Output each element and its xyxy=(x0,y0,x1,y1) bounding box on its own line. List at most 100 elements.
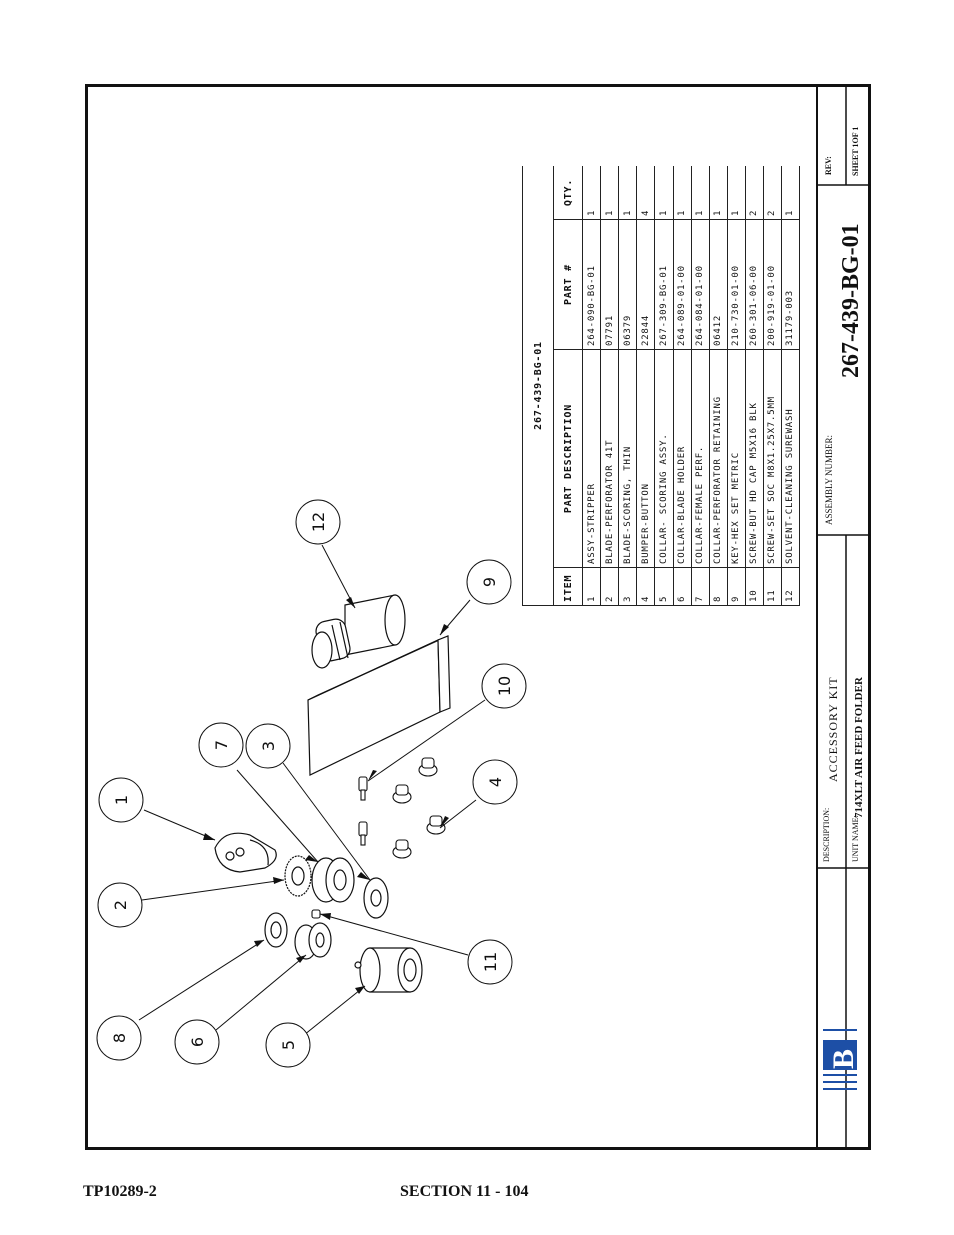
part-12-bottle xyxy=(311,594,406,669)
bom-cell-part: 22844 xyxy=(636,219,655,350)
bom-cell-part: 06379 xyxy=(618,219,637,350)
balloon-number: 2 xyxy=(111,900,130,910)
balloon-number: 11 xyxy=(481,952,500,972)
assembly-number-value: 267-439-BG-01 xyxy=(838,223,864,378)
bom-cell-item: 1 xyxy=(582,567,601,606)
bom-cell-part: 264-089-01-00 xyxy=(673,219,692,350)
balloon-7 xyxy=(198,722,244,768)
part-1-stripper xyxy=(214,832,277,873)
part-2-blade xyxy=(284,855,312,897)
item-balloons xyxy=(96,499,527,1068)
bom-cell-part: 06412 xyxy=(709,219,728,350)
sheet-number: SHEET 1OF 1 xyxy=(851,126,860,176)
bom-cell-qty: 1 xyxy=(781,166,800,220)
bom-cell-description: SCREW-SET SOC M8X1.25X7.5MM xyxy=(763,349,782,568)
bom-cell-qty: 1 xyxy=(600,166,619,220)
balloon-number: 4 xyxy=(486,777,505,787)
bom-cell-item: 5 xyxy=(654,567,674,606)
balloon-number: 10 xyxy=(495,676,514,696)
company-logo: B xyxy=(823,1029,860,1090)
leader-arrowheads xyxy=(203,597,449,994)
bom-cell-qty: 1 xyxy=(582,166,601,220)
balloon-number: 1 xyxy=(112,795,131,805)
balloon-1 xyxy=(98,777,144,823)
balloon-9 xyxy=(466,559,512,605)
balloon-number: 8 xyxy=(110,1033,129,1043)
balloon-numbers: 1 2 3 4 5 6 7 8 9 10 11 12 xyxy=(110,512,514,1050)
section-number: SECTION 11 - 104 xyxy=(400,1183,529,1200)
description-value: ACCESSORY KIT xyxy=(826,676,840,782)
bom-cell-qty: 4 xyxy=(636,166,655,220)
bom-cell-item: 6 xyxy=(673,567,692,606)
bom-header-part: PART # xyxy=(553,219,583,350)
bom-header-qty: QTY. xyxy=(553,166,583,220)
balloon-12 xyxy=(295,499,341,545)
part-6-holder xyxy=(294,922,332,960)
bom-cell-description: ASSY-STRIPPER xyxy=(582,349,601,568)
part-9-plate xyxy=(307,635,451,776)
balloon-4 xyxy=(472,759,518,805)
balloon-5 xyxy=(265,1022,311,1068)
balloon-10 xyxy=(481,663,527,709)
bom-cell-description: BUMPER-BUTTON xyxy=(636,349,655,568)
bom-cell-part: 260-301-06-00 xyxy=(745,219,764,350)
bom-cell-qty: 1 xyxy=(709,166,728,220)
bom-cell-part: 07791 xyxy=(600,219,619,350)
logo-letter: B xyxy=(827,1049,860,1069)
bom-cell-item: 2 xyxy=(600,567,619,606)
bom-cell-part: 264-084-01-00 xyxy=(691,219,710,350)
bom-cell-item: 12 xyxy=(781,567,800,606)
bom-cell-qty: 1 xyxy=(691,166,710,220)
part-3-blade xyxy=(363,877,389,919)
bom-cell-item: 10 xyxy=(745,567,764,606)
drawing-sheet-border xyxy=(85,84,871,1150)
part-4-bumpers xyxy=(392,757,446,859)
bom-cell-part: 267-309-BG-01 xyxy=(654,219,674,350)
bom-cell-qty: 1 xyxy=(673,166,692,220)
unit-name-value: 714XLT AIR FEED FOLDER xyxy=(853,677,865,818)
balloon-11 xyxy=(467,939,513,985)
bom-cell-item: 7 xyxy=(691,567,710,606)
bom-cell-description: SOLVENT-CLEANING SUREWASH xyxy=(781,349,800,568)
part-11-setscrew xyxy=(311,909,321,919)
bom-cell-item: 11 xyxy=(763,567,782,606)
balloon-number: 7 xyxy=(212,740,231,750)
bom-cell-item: 3 xyxy=(618,567,637,606)
unit-name-label: UNIT NAME: xyxy=(851,815,860,862)
part-7-collar xyxy=(311,857,355,903)
bom-header-description: PART DESCRIPTION xyxy=(553,349,583,568)
bom-cell-part: 200-919-01-00 xyxy=(763,219,782,350)
balloon-3 xyxy=(245,723,291,769)
bom-cell-item: 9 xyxy=(727,567,746,606)
description-label: DESCRIPTION: xyxy=(822,807,831,862)
bom-cell-qty: 1 xyxy=(618,166,637,220)
bom-cell-description: BLADE-SCORING, THIN xyxy=(618,349,637,568)
rev-label: REV: xyxy=(824,156,833,175)
part-10-screws xyxy=(358,776,368,846)
bom-cell-part: 31179-003 xyxy=(781,219,800,350)
bom-cell-description: KEY-HEX SET METRIC xyxy=(727,349,746,568)
bom-cell-part: 264-090-BG-01 xyxy=(582,219,601,350)
balloon-number: 6 xyxy=(188,1037,207,1047)
bom-cell-qty: 1 xyxy=(654,166,674,220)
bom-cell-description: COLLAR-BLADE HOLDER xyxy=(673,349,692,568)
bom-cell-description: COLLAR-PERFORATOR RETAINING xyxy=(709,349,728,568)
part-8-collar xyxy=(264,912,288,948)
document-number: TP10289-2 xyxy=(83,1183,157,1200)
bill-of-materials: 267-439-BG-01 ITEM # PART DESCRIPTION PA… xyxy=(522,166,800,606)
bom-title: 267-439-BG-01 xyxy=(522,166,554,606)
bom-cell-description: COLLAR- SCORING ASSY. xyxy=(654,349,674,568)
bom-cell-qty: 2 xyxy=(763,166,782,220)
balloon-number: 12 xyxy=(309,512,328,532)
